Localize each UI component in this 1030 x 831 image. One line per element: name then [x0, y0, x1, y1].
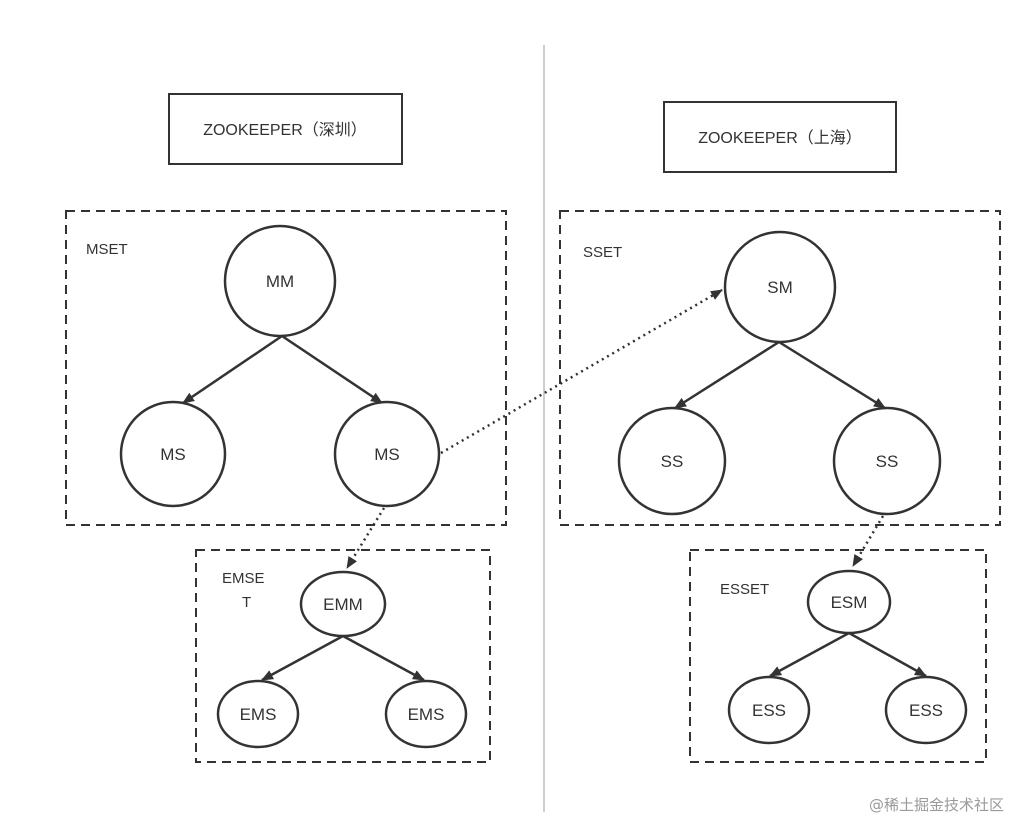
node-mm: MM: [223, 224, 337, 338]
edge-esm-ess1: [769, 631, 850, 678]
node-ess-1: ESS: [727, 675, 811, 745]
emset-label-line1: EMSE: [222, 570, 265, 587]
svg-text:MM: MM: [266, 272, 294, 291]
mset-label: MSET: [86, 241, 128, 258]
svg-text:ESS: ESS: [909, 701, 943, 720]
node-ems-2: EMS: [384, 679, 468, 749]
node-ess-2: ESS: [884, 675, 968, 745]
svg-text:MS: MS: [160, 445, 186, 464]
svg-text:SS: SS: [876, 452, 899, 471]
esset-label: ESSET: [720, 581, 769, 598]
edge-ms2-emm-dotted: [345, 507, 386, 569]
node-esm: ESM: [806, 569, 892, 635]
mset-container: [65, 210, 507, 526]
watermark: @稀土掘金技术社区: [868, 796, 1004, 814]
edge-mm-ms2: [281, 334, 383, 405]
sset-label: SSET: [583, 244, 622, 261]
node-sm: SM: [723, 230, 837, 344]
edge-ss2-esm-dotted: [851, 515, 885, 567]
zookeeper-shenzhen-box: ZOOKEEPER（深圳）: [168, 93, 403, 165]
node-ss-1: SS: [617, 406, 727, 516]
edge-sm-ss1: [674, 340, 780, 410]
node-ms-2: MS: [333, 400, 441, 508]
emset-container: [195, 549, 491, 763]
svg-text:SM: SM: [767, 278, 793, 297]
edge-ms2-sm-dotted: [440, 288, 723, 455]
edge-esm-ess2: [848, 631, 927, 678]
edge-emm-ems2: [342, 634, 425, 682]
zookeeper-shanghai-box: ZOOKEEPER（上海）: [663, 101, 897, 173]
emset-label-line2: T: [242, 594, 251, 611]
edge-emm-ems1: [261, 634, 344, 682]
svg-text:ESS: ESS: [752, 701, 786, 720]
node-ss-2: SS: [832, 406, 942, 516]
node-emm: EMM: [299, 570, 387, 638]
edge-mm-ms1: [182, 334, 283, 405]
svg-text:EMM: EMM: [323, 595, 363, 614]
svg-text:SS: SS: [661, 452, 684, 471]
svg-text:MS: MS: [374, 445, 400, 464]
node-ems-1: EMS: [216, 679, 300, 749]
node-ms-1: MS: [119, 400, 227, 508]
sset-container: [559, 210, 1001, 526]
zookeeper-shanghai-label: ZOOKEEPER（上海）: [698, 129, 862, 147]
edge-sm-ss2: [778, 340, 886, 410]
svg-text:ESM: ESM: [831, 593, 868, 612]
svg-text:EMS: EMS: [240, 705, 277, 724]
svg-text:EMS: EMS: [408, 705, 445, 724]
zookeeper-shenzhen-label: ZOOKEEPER（深圳）: [203, 121, 367, 139]
